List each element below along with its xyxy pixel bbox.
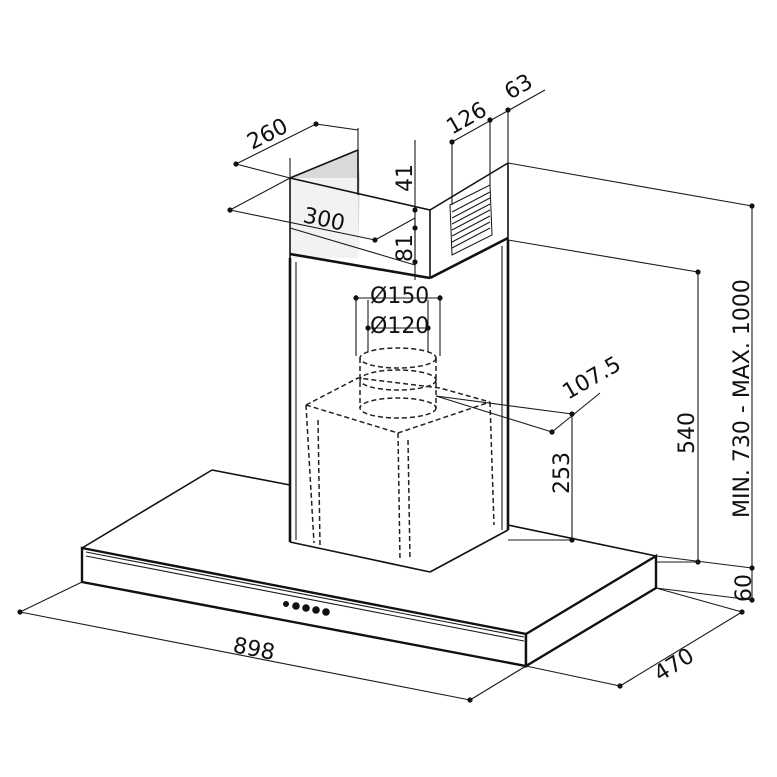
vent-grille (449, 184, 493, 256)
control-button-icon (312, 606, 320, 614)
grille-width-label: 63 (501, 70, 538, 106)
control-button-icon (302, 604, 310, 612)
total-height-label: MIN. 730 - MAX. 1000 (730, 279, 755, 518)
motor-offset-label: 107.5 (559, 352, 626, 405)
chimney-depth-label: 260 (243, 114, 292, 155)
outlet-inner-label: Ø120 (370, 314, 429, 339)
canopy (80, 469, 658, 669)
control-button-icon (283, 601, 289, 607)
canopy-width-label: 898 (231, 633, 277, 666)
upper-chimney (289, 128, 509, 280)
upper-band-label: 81 (393, 234, 418, 262)
canopy-depth-label: 470 (650, 644, 699, 687)
motor-housing (305, 377, 495, 561)
lower-chimney (288, 240, 510, 573)
outlet-outer-label: Ø150 (370, 284, 429, 309)
control-button-icon (322, 608, 330, 616)
upper-gap-label: 41 (393, 164, 418, 192)
dimension-lines (17, 89, 755, 703)
control-button-icon (292, 602, 300, 610)
canopy-height-label: 60 (732, 574, 757, 602)
motor-height-label: 253 (550, 452, 575, 494)
lower-chimney-label: 540 (675, 412, 700, 454)
control-panel (283, 601, 330, 616)
